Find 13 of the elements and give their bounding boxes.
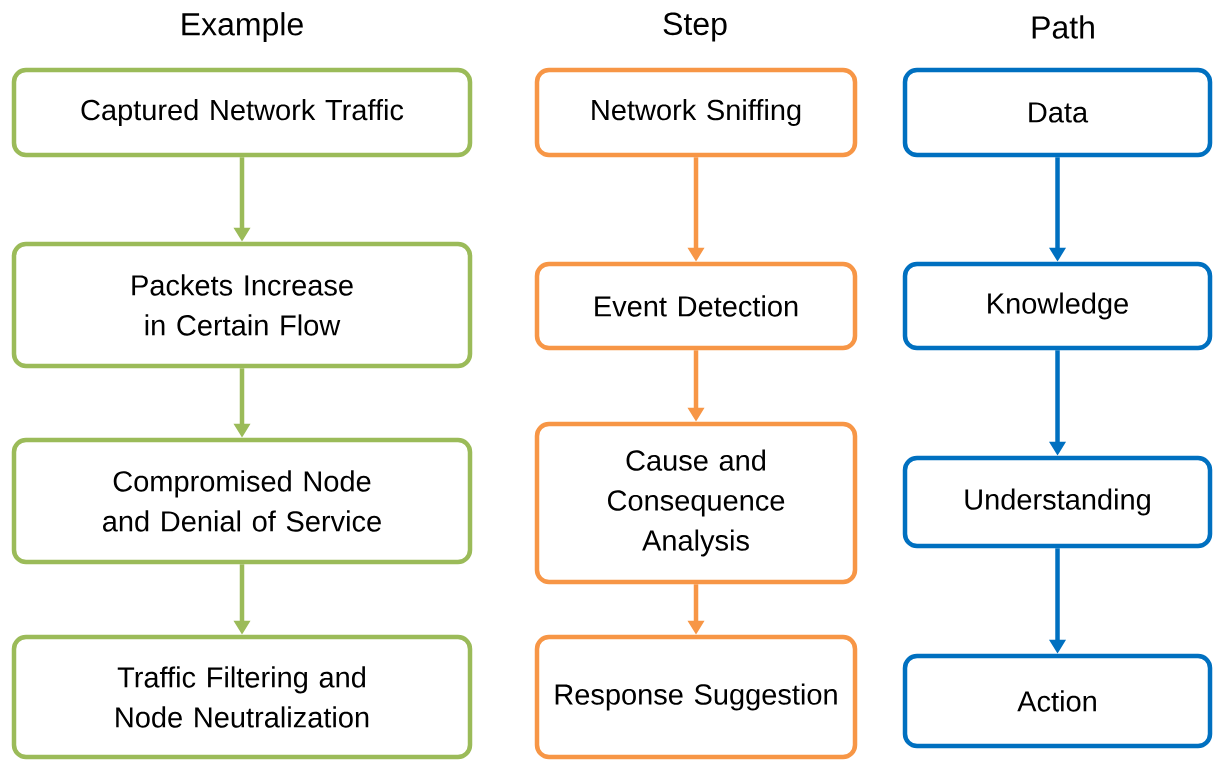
column-heading: Path [1032,15,1094,39]
process-box: Understanding [902,455,1213,549]
process-box: Action [902,653,1213,749]
process-box: Data [902,67,1213,158]
process-box: Captured Network Traffic [11,67,473,158]
process-box: Cause and Consequence Analysis [534,421,858,585]
process-box: Knowledge [902,261,1213,351]
process-box: Compromised Node and Denial of Service [11,437,473,565]
process-box: Network Sniffing [534,67,858,158]
process-box: Response Suggestion [534,634,858,760]
process-box: Packets Increase in Certain Flow [11,241,473,369]
process-box: Traffic Filtering and Node Neutralization [11,634,473,760]
process-box: Event Detection [534,261,858,351]
